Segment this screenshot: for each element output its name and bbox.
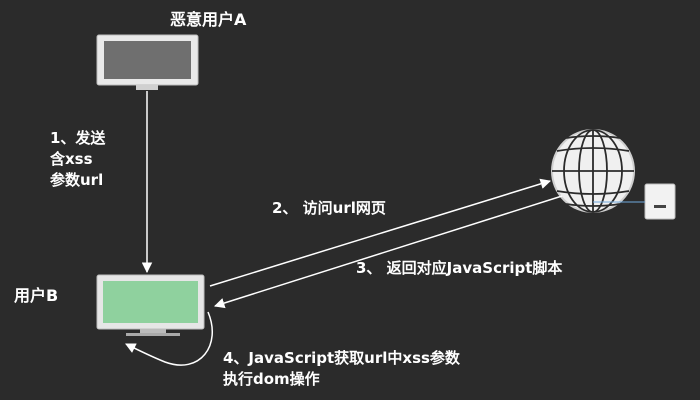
step4-label: 4、JavaScript获取url中xss参数 执行dom操作 <box>223 348 460 390</box>
globe-icon <box>551 129 635 213</box>
step4-line1: 4、JavaScript获取url中xss参数 <box>223 349 460 367</box>
step1-line3: 参数url <box>50 171 104 189</box>
step3-label: 3、 返回对应JavaScript脚本 <box>356 259 563 277</box>
step1-line1: 1、发送 <box>50 129 106 147</box>
victim-monitor-icon <box>96 274 205 336</box>
victim-label: 用户B <box>14 286 59 305</box>
arrow-step3 <box>213 195 563 309</box>
attacker-label: 恶意用户A <box>170 10 247 29</box>
step2-label: 2、 访问url网页 <box>272 199 386 217</box>
arrow-step2 <box>209 178 552 287</box>
step1-label: 1、发送 含xss 参数url <box>50 128 140 191</box>
step1-line2: 含xss <box>50 150 93 168</box>
step4-line2: 执行dom操作 <box>223 370 320 388</box>
arrow-step4 <box>125 311 213 366</box>
attacker-monitor-icon <box>96 34 199 90</box>
server-icon <box>593 183 676 220</box>
